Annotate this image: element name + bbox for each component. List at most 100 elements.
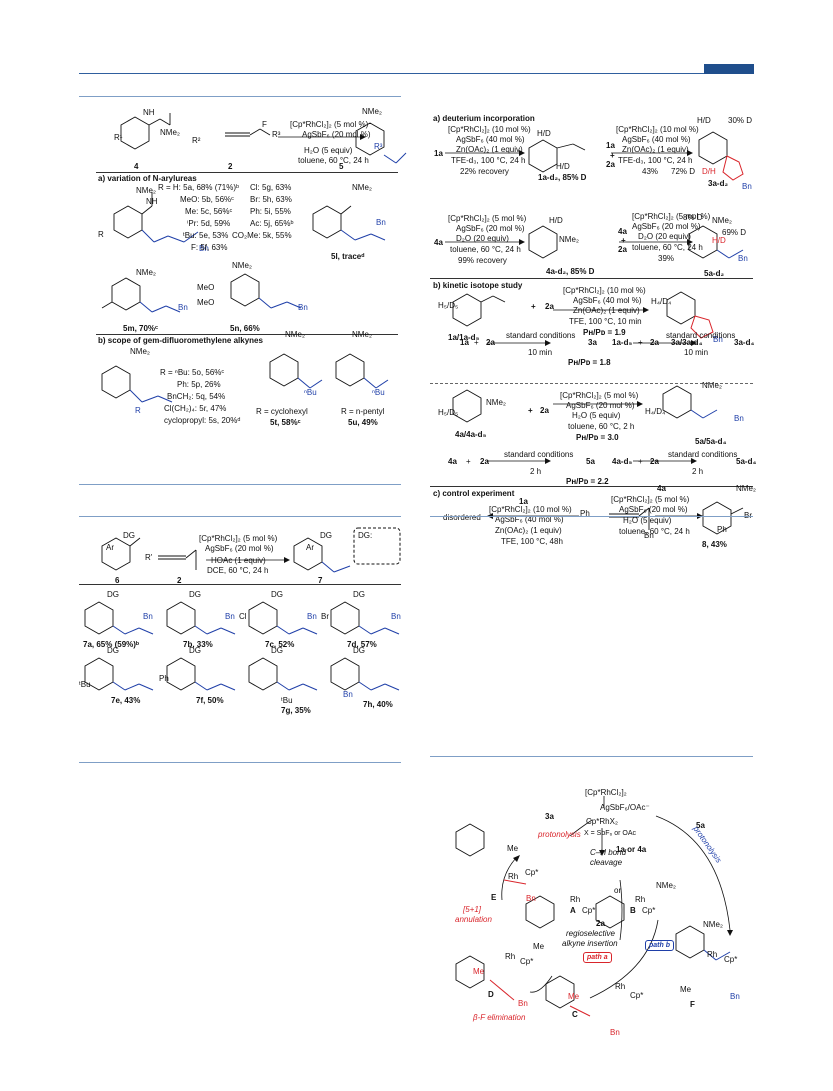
mech-cp-f: Cp* xyxy=(724,955,738,964)
structure-5m xyxy=(101,277,181,313)
compound-7h: 7h, 40% xyxy=(363,700,393,709)
br-8: Br xyxy=(744,511,752,520)
product-5a-d2: 5a-d₂ xyxy=(704,269,725,278)
product-8: 8, 43% xyxy=(702,540,727,549)
control-schemes xyxy=(487,501,744,535)
mech-cp-c: Cp* xyxy=(630,991,644,1000)
hd-3: H/D xyxy=(697,116,711,125)
bn-kie1: Bn xyxy=(713,335,723,344)
nme2-5n: NMe₂ xyxy=(232,261,252,270)
mech-bn-f: Bn xyxy=(730,992,740,1001)
deuterium-schemes xyxy=(445,131,744,259)
label-1a-ctrl: 1a xyxy=(519,497,528,506)
bn-5n: Bn xyxy=(298,303,308,312)
section-b-title: b) scope of gem-difluoromethylene alkyne… xyxy=(98,336,263,345)
mech-B: B xyxy=(630,906,636,915)
product-4a-d2: 4a-d₂, 85% D xyxy=(546,267,595,276)
structure-5t xyxy=(269,353,323,389)
compound-6: 6 xyxy=(115,576,120,585)
section-a-title: a) variation of N-arylureas xyxy=(98,174,197,183)
compound-5n: 5n, 66% xyxy=(230,324,260,333)
bn-5a-d: Bn xyxy=(738,254,748,263)
scheme4-top-rule xyxy=(430,756,753,757)
bn-kie2: Bn xyxy=(734,414,744,423)
mech-rh-e: Rh xyxy=(508,872,519,881)
label-1a: 1a xyxy=(434,149,443,158)
nme2-8: NMe₂ xyxy=(736,484,756,493)
dg-product: DG xyxy=(320,531,332,540)
scheme2-equation xyxy=(101,527,401,573)
mech-C: C xyxy=(572,1010,578,1019)
scheme2-top-rule xyxy=(79,516,401,517)
label-4a-b: 4a xyxy=(618,227,627,236)
nme2-5u: NMe₂ xyxy=(352,330,372,339)
mech-elim: β-F elimination xyxy=(473,1013,526,1022)
nme2-kie2: NMe₂ xyxy=(486,398,506,407)
bn-5l: Bn xyxy=(376,218,386,227)
structure-5o xyxy=(101,365,173,403)
mech-annul-1: [5+1] xyxy=(463,905,482,914)
rp-label: R' xyxy=(145,553,153,562)
nme2-product: NMe₂ xyxy=(362,107,382,116)
kie-4: Pʜ/Pᴅ = 2.2 xyxy=(566,477,609,486)
structure-5n xyxy=(230,273,302,309)
r-5o: R xyxy=(135,406,141,415)
section-control-title: c) control experiment xyxy=(433,489,515,498)
nme2-4a: NMe₂ xyxy=(559,235,579,244)
nme2-5o: NMe₂ xyxy=(130,347,150,356)
mech-regio-2: alkyne insertion xyxy=(562,939,618,948)
hd-4: H/D xyxy=(549,216,563,225)
nbu-5u: ⁿBu xyxy=(372,388,385,397)
kie-schemes xyxy=(452,291,718,464)
ar-product: Ar xyxy=(306,543,314,552)
disordered-label: disordered xyxy=(443,513,481,522)
mech-nme2-b: NMe₂ xyxy=(656,881,676,890)
rhs-2: 5a/5a-d₄ xyxy=(695,437,727,446)
mech-rh-f: Rh xyxy=(707,950,718,959)
plus-kie: + xyxy=(531,302,536,311)
mech-annul-2: annulation xyxy=(455,915,492,924)
scheme1-equation xyxy=(120,113,407,164)
d72-label: 72% D xyxy=(671,167,696,176)
compound-5l: 5l, traceᵈ xyxy=(331,252,365,261)
mech-rh-b: Rh xyxy=(635,895,646,904)
compound-2-label: 2 xyxy=(228,162,233,171)
compound-4-label: 4 xyxy=(134,162,139,171)
mech-protonolysis-1: protonolysis xyxy=(538,830,581,839)
nme2-5t: NMe₂ xyxy=(285,330,305,339)
compound-5m: 5m, 70%ᶜ xyxy=(123,324,159,333)
mech-2a: 2a xyxy=(596,919,605,928)
label-4a: 4a xyxy=(434,238,443,247)
mech-cprh: Cp*RhX₂ xyxy=(586,817,619,826)
mech-or: or xyxy=(614,886,622,895)
nme2-5l: NMe₂ xyxy=(352,183,372,192)
structure-5u xyxy=(335,353,389,389)
mech-me-f: Me xyxy=(680,985,692,994)
lhs-2: 4a/4a-d₅ xyxy=(455,430,487,439)
rhs-1: 3a/3a-d₄ xyxy=(671,338,703,347)
mech-cat: [Cp*RhCl₂]₂ xyxy=(585,788,627,797)
label-2a-b: 2a xyxy=(618,245,627,254)
mech-x: X = SbF₆ or OAc xyxy=(584,830,637,837)
mech-cleavage: cleavage xyxy=(590,858,623,867)
label-2a-kie2: 2a xyxy=(540,406,549,415)
mechanism-cycle xyxy=(455,796,733,1017)
mech-me-c: Me xyxy=(568,992,580,1001)
mech-A: A xyxy=(570,906,576,915)
compound-7c: 7c, 52% xyxy=(265,640,295,649)
mech-bn-c: Bn xyxy=(610,1028,620,1037)
mech-3a: 3a xyxy=(545,812,554,821)
compound-5-label: 5 xyxy=(339,162,344,171)
nme2-label: NMe₂ xyxy=(160,128,180,137)
meo-1: MeO xyxy=(197,283,215,292)
section-kie-title: b) kinetic isotope study xyxy=(433,281,523,290)
nbu-5t: ⁿBu xyxy=(304,388,317,397)
divider xyxy=(96,334,398,335)
mech-5a: 5a xyxy=(696,821,705,830)
r-5t: R = cyclohexyl xyxy=(256,407,308,416)
d30-label: 30% D xyxy=(728,116,753,125)
product-1a-d2: 1a-d₂, 85% D xyxy=(538,173,587,182)
mech-cp-a: Cp* xyxy=(582,906,596,915)
compound-7d: 7d, 57% xyxy=(347,640,377,649)
mech-bn-d: Bn xyxy=(518,999,528,1008)
